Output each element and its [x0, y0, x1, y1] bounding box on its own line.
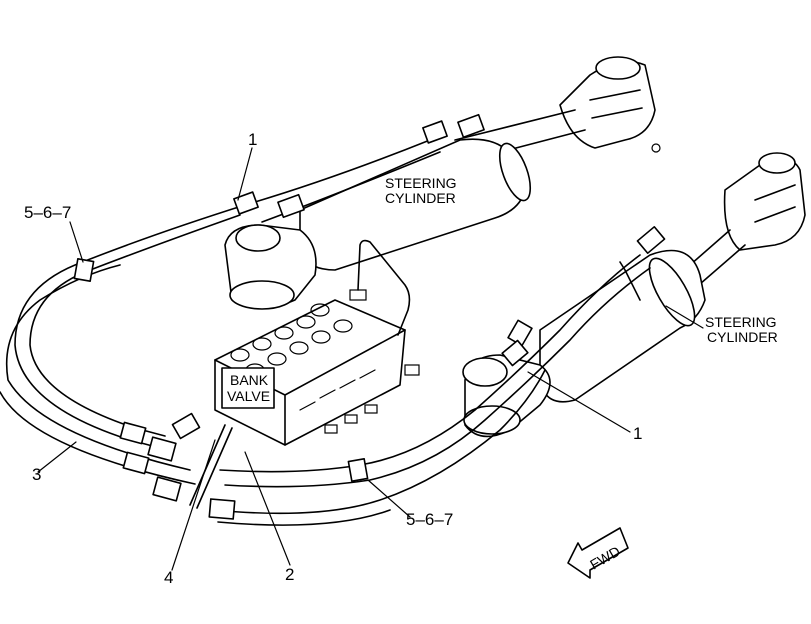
callout-1-right: 1	[633, 424, 642, 443]
callout-3: 3	[32, 465, 41, 484]
bank-valve-label-line1: BANK	[230, 372, 269, 388]
steering-cylinder-right-label-line2: CYLINDER	[707, 329, 778, 345]
leader-lines	[37, 147, 704, 571]
steering-cylinder-top-label-line1: STEERING	[385, 175, 457, 191]
fwd-arrow-icon: FWD	[567, 527, 629, 579]
callout-2: 2	[285, 565, 294, 584]
callout-5-6-7-left: 5–6–7	[24, 203, 71, 222]
steering-cylinder-right-label-line1: STEERING	[705, 314, 777, 330]
bank-valve-label-line2: VALVE	[227, 388, 270, 404]
steering-cylinder-top	[224, 56, 661, 310]
callout-1-top: 1	[248, 130, 257, 149]
callout-4: 4	[164, 568, 173, 587]
bank-valve-label-box	[221, 367, 275, 409]
hose-assemblies	[0, 113, 666, 526]
callout-5-6-7-bottom: 5–6–7	[406, 510, 453, 529]
bank-valve	[214, 239, 420, 446]
steering-cylinder-top-label-line2: CYLINDER	[385, 190, 456, 206]
steering-cylinder-right	[462, 152, 806, 438]
